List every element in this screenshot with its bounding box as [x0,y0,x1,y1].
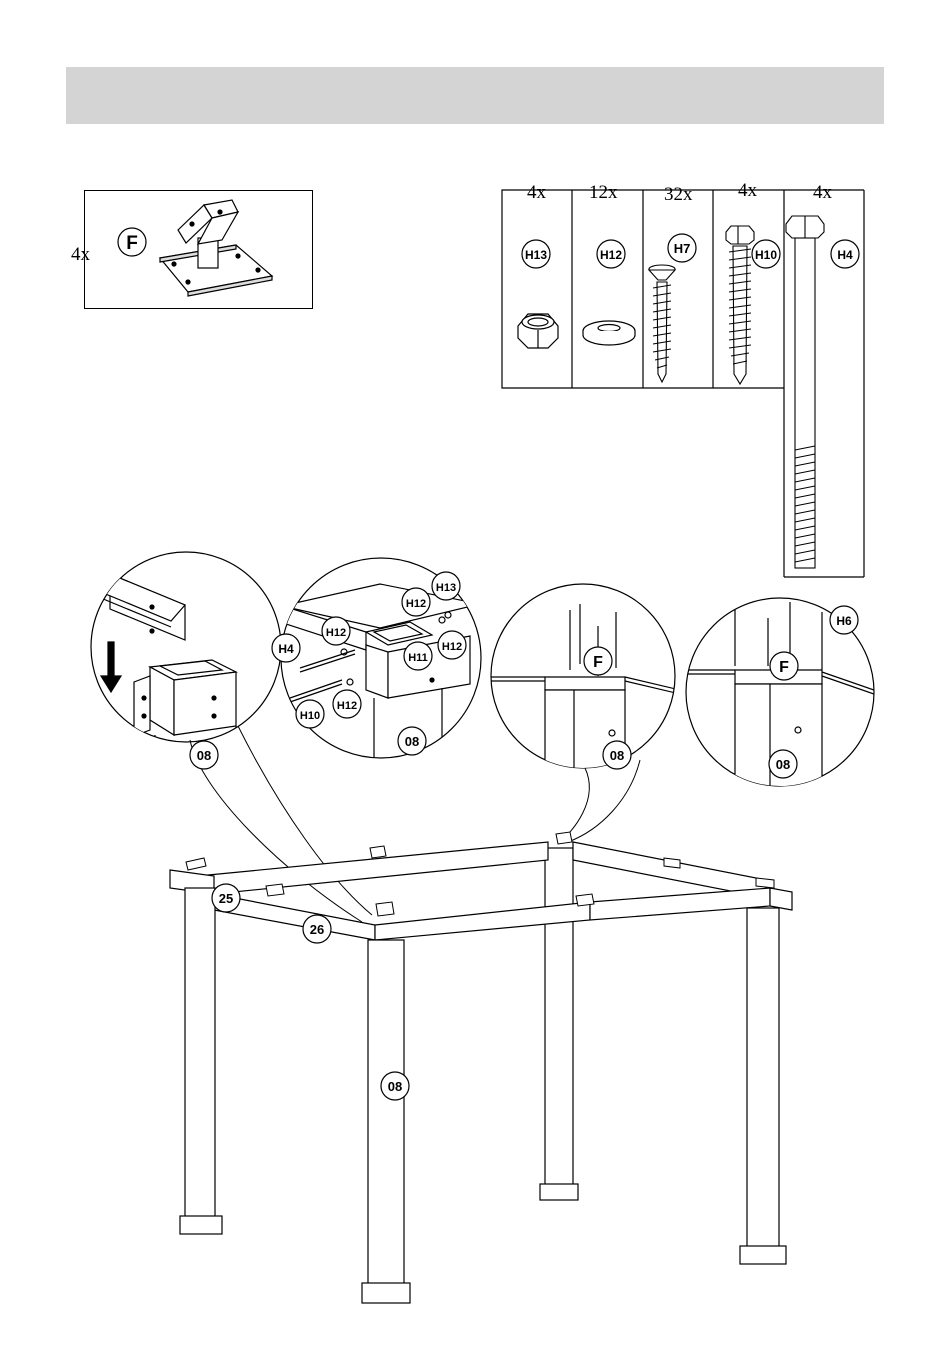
callout-h12-b: H12 [406,598,426,610]
h12-label: H12 [600,248,622,262]
callout-bracket-f-1: F [593,654,603,671]
part-f-label: F [126,233,138,254]
callout-h6: H6 [836,614,852,628]
callout-post-b: 08 [405,734,419,749]
callout-post-main: 08 [388,1079,402,1094]
h12-washer-drawing [583,321,635,345]
h10-lag-screw-drawing [726,226,754,384]
callout-h12-a: H12 [326,627,346,639]
callout-post-c: 08 [610,748,624,763]
callout-h12-d: H12 [337,700,357,712]
h13-label: H13 [525,248,547,262]
h7-screw-drawing [649,265,675,382]
h7-label: H7 [674,241,691,256]
detail-beam-lowering [91,552,281,760]
callout-bracket-f-2: F [779,659,789,676]
bracket-f-drawing [118,200,272,296]
callout-post-a: 08 [197,748,211,763]
callout-h12-c: H12 [442,641,462,653]
callout-h4: H4 [278,642,294,656]
post-front-left [185,888,215,1218]
post-front-center [368,940,404,1285]
callout-h11: H11 [408,652,428,664]
post-front-right [747,908,779,1248]
post-back-left [545,848,573,1188]
h13-nut-drawing [518,314,558,348]
callout-h10: H10 [300,710,320,722]
callout-beam-25: 25 [219,891,233,906]
gazebo-frame [170,832,792,1303]
callout-h13: H13 [436,582,456,594]
detail-bracket-1 [490,584,680,790]
callout-beam-26: 26 [310,922,324,937]
callout-post-d: 08 [776,757,790,772]
h4-bolt-drawing [786,216,824,568]
h4-label: H4 [837,248,853,262]
h10-label: H10 [755,248,777,262]
